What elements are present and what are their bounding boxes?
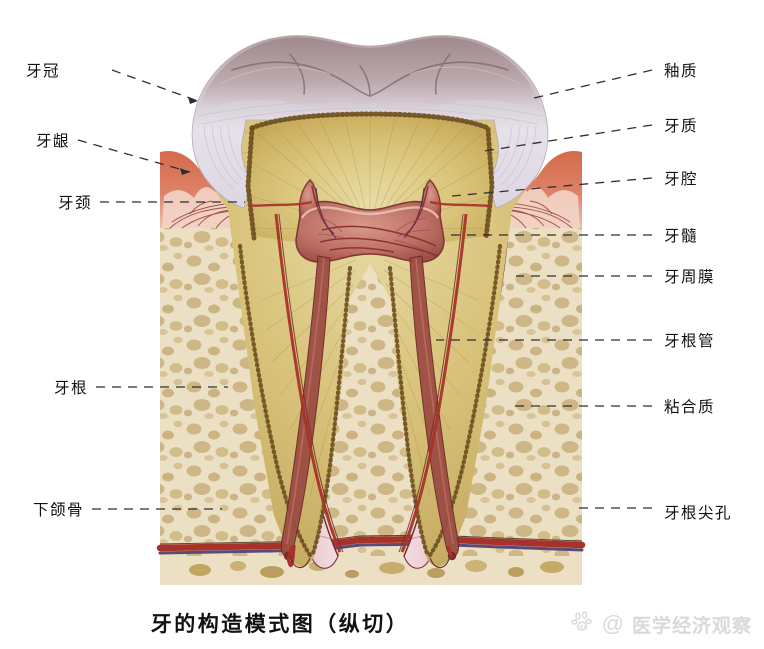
periodontal-vessels-thin xyxy=(278,213,464,553)
label-root-canal: 牙根管 xyxy=(664,333,716,350)
leader-arrowheads xyxy=(180,97,198,175)
label-mandible: 下颌骨 xyxy=(32,502,84,519)
mandible-bone-block xyxy=(156,228,586,585)
leader-enamel xyxy=(533,69,653,99)
baidu-paw-icon: du xyxy=(570,609,595,639)
cementum-layer xyxy=(237,243,503,561)
label-tooth-root: 牙根 xyxy=(53,380,88,397)
label-dentin: 牙质 xyxy=(664,118,699,135)
label-tooth-neck: 牙颈 xyxy=(57,195,92,212)
label-enamel: 釉质 xyxy=(664,63,699,80)
label-gingiva: 牙龈 xyxy=(35,133,70,150)
watermark: du @ 医学经济观察 xyxy=(570,609,752,639)
svg-text:du: du xyxy=(579,624,588,630)
label-cementum: 粘合质 xyxy=(664,399,716,416)
at-symbol: @ xyxy=(601,611,625,636)
periodontal-vessels xyxy=(274,213,468,553)
label-periodontal: 牙周膜 xyxy=(664,269,716,286)
watermark-account: 医学经济观察 xyxy=(631,615,752,637)
label-pulp: 牙髓 xyxy=(664,228,699,245)
label-pulp-cavity: 牙腔 xyxy=(664,171,699,188)
label-crown: 牙冠 xyxy=(25,63,60,80)
leader-crown xyxy=(111,69,199,102)
figure-caption: 牙的构造模式图（纵切） xyxy=(150,613,410,636)
label-apical-foramen: 牙根尖孔 xyxy=(664,505,733,522)
